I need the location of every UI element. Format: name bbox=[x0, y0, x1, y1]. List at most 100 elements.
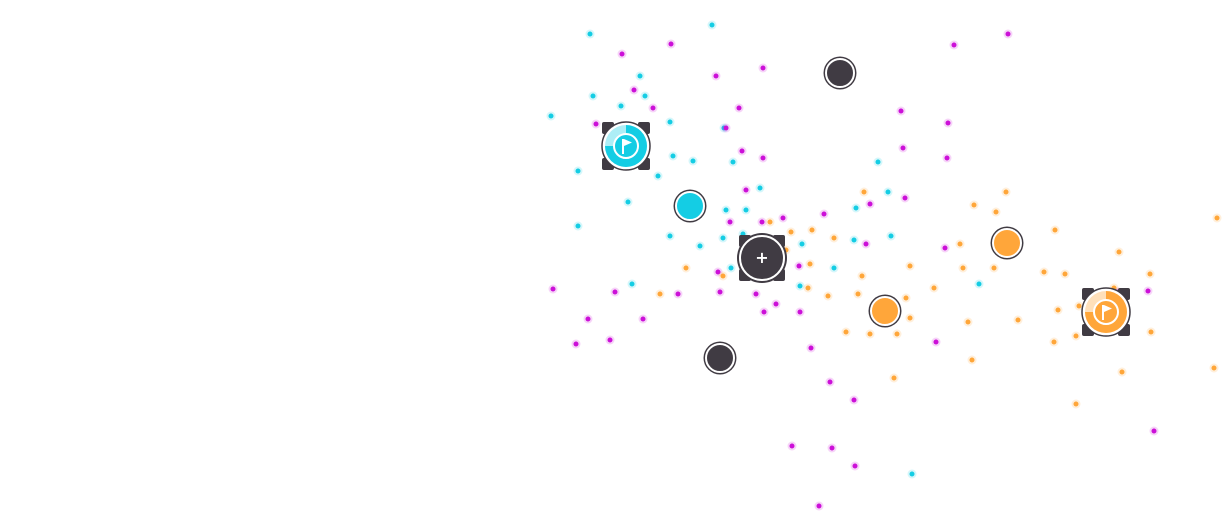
magenta-unit bbox=[1143, 286, 1153, 296]
orange-unit bbox=[929, 283, 939, 293]
orange-unit bbox=[865, 329, 875, 339]
magenta-unit bbox=[721, 123, 731, 133]
cyan-unit bbox=[707, 20, 717, 30]
magenta-unit bbox=[1003, 29, 1013, 39]
orange-unit bbox=[681, 263, 691, 273]
orange-unit bbox=[841, 327, 851, 337]
plus-icon: + bbox=[755, 248, 769, 267]
orange-unit bbox=[1114, 247, 1124, 257]
cyan-unit bbox=[755, 183, 765, 193]
cyan-unit bbox=[726, 263, 736, 273]
neutral-node[interactable] bbox=[825, 58, 855, 88]
magenta-unit bbox=[806, 343, 816, 353]
cyan-unit bbox=[873, 157, 883, 167]
orange-unit bbox=[991, 207, 1001, 217]
cyan-unit bbox=[635, 71, 645, 81]
orange-unit bbox=[1049, 337, 1059, 347]
magenta-unit bbox=[898, 143, 908, 153]
orange-unit bbox=[807, 225, 817, 235]
cyan-unit bbox=[829, 263, 839, 273]
magenta-unit bbox=[751, 289, 761, 299]
magenta-unit bbox=[741, 185, 751, 195]
magenta-unit bbox=[1149, 426, 1159, 436]
cyan-unit bbox=[668, 151, 678, 161]
core-node[interactable]: + bbox=[737, 233, 787, 283]
cyan-unit bbox=[627, 279, 637, 289]
orange-unit bbox=[1212, 213, 1222, 223]
magenta-unit bbox=[715, 287, 725, 297]
flag-icon bbox=[1102, 305, 1112, 320]
magenta-unit bbox=[610, 287, 620, 297]
orange-unit bbox=[805, 259, 815, 269]
magenta-unit bbox=[814, 501, 824, 511]
cyan-unit bbox=[546, 111, 556, 121]
cyan-unit bbox=[883, 187, 893, 197]
magenta-unit bbox=[673, 289, 683, 299]
magenta-unit bbox=[931, 337, 941, 347]
orange-unit bbox=[1013, 315, 1023, 325]
cyan-unit bbox=[616, 101, 626, 111]
cyan-base[interactable] bbox=[600, 120, 652, 172]
magenta-unit bbox=[849, 395, 859, 405]
magenta-unit bbox=[771, 299, 781, 309]
magenta-unit bbox=[571, 339, 581, 349]
neutral-node[interactable] bbox=[705, 343, 735, 373]
orange-unit bbox=[1060, 269, 1070, 279]
cyan-unit bbox=[653, 171, 663, 181]
cyan-unit bbox=[797, 239, 807, 249]
flag-icon bbox=[622, 139, 632, 154]
magenta-unit bbox=[943, 118, 953, 128]
orange-unit bbox=[718, 271, 728, 281]
cyan-unit bbox=[588, 91, 598, 101]
orange-unit bbox=[901, 293, 911, 303]
orange-base[interactable] bbox=[1080, 286, 1132, 338]
magenta-unit bbox=[940, 243, 950, 253]
magenta-unit bbox=[850, 461, 860, 471]
orange-unit bbox=[1145, 269, 1155, 279]
orange-unit bbox=[1146, 327, 1156, 337]
orange-unit bbox=[857, 271, 867, 281]
cyan-unit bbox=[695, 241, 705, 251]
cyan-unit bbox=[795, 281, 805, 291]
orange-unit bbox=[781, 245, 791, 255]
orange-node[interactable] bbox=[870, 296, 900, 326]
orange-unit bbox=[1109, 283, 1119, 293]
magenta-unit bbox=[737, 146, 747, 156]
orange-unit bbox=[786, 227, 796, 237]
magenta-unit bbox=[778, 213, 788, 223]
orange-unit bbox=[1071, 399, 1081, 409]
cyan-unit bbox=[728, 157, 738, 167]
magenta-unit bbox=[648, 103, 658, 113]
magenta-unit bbox=[827, 443, 837, 453]
orange-unit bbox=[955, 239, 965, 249]
orange-unit bbox=[1053, 305, 1063, 315]
cyan-unit bbox=[974, 279, 984, 289]
magenta-unit bbox=[787, 441, 797, 451]
orange-unit bbox=[823, 291, 833, 301]
magenta-unit bbox=[725, 217, 735, 227]
orange-node[interactable] bbox=[992, 228, 1022, 258]
orange-unit bbox=[1001, 187, 1011, 197]
orange-unit bbox=[1039, 267, 1049, 277]
orange-unit bbox=[853, 289, 863, 299]
magenta-unit bbox=[795, 307, 805, 317]
cyan-unit bbox=[721, 205, 731, 215]
cyan-unit bbox=[907, 469, 917, 479]
magenta-unit bbox=[666, 39, 676, 49]
magenta-unit bbox=[896, 106, 906, 116]
core-node-disc[interactable]: + bbox=[739, 235, 785, 281]
orange-unit bbox=[765, 217, 775, 227]
cyan-unit bbox=[738, 229, 748, 239]
cyan-unit bbox=[623, 197, 633, 207]
cyan-node[interactable] bbox=[675, 191, 705, 221]
magenta-unit bbox=[757, 217, 767, 227]
magenta-unit bbox=[949, 40, 959, 50]
orange-unit bbox=[829, 233, 839, 243]
magenta-unit bbox=[734, 103, 744, 113]
magenta-unit bbox=[825, 377, 835, 387]
magenta-unit bbox=[711, 71, 721, 81]
orange-unit bbox=[892, 329, 902, 339]
magenta-unit bbox=[758, 153, 768, 163]
magenta-unit bbox=[794, 261, 804, 271]
